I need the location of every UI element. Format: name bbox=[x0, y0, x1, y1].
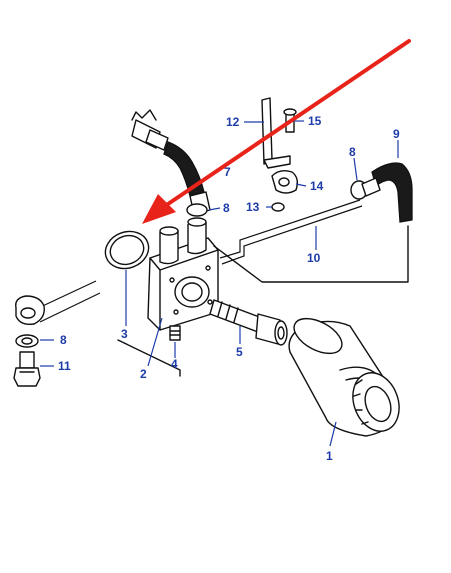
clip-14 bbox=[271, 169, 299, 194]
callout-13: 13 bbox=[246, 200, 260, 214]
callout-8-right: 8 bbox=[349, 145, 356, 159]
callout-labels: 1 2 3 4 5 7 8 8 8 9 10 11 12 13 14 15 bbox=[58, 114, 400, 463]
upper-hose-assembly bbox=[131, 109, 211, 217]
callout-3: 3 bbox=[121, 327, 128, 341]
right-hose-assembly bbox=[350, 162, 413, 223]
drain-pipe-assembly bbox=[13, 280, 101, 387]
callout-1: 1 bbox=[326, 449, 333, 463]
washer-8-left bbox=[15, 334, 39, 348]
callout-14: 14 bbox=[310, 179, 324, 193]
pipe-10 bbox=[219, 199, 363, 265]
threaded-connector-5 bbox=[209, 299, 288, 346]
bracket-12 bbox=[261, 97, 273, 165]
callout-5: 5 bbox=[236, 345, 243, 359]
callout-12: 12 bbox=[226, 115, 240, 129]
hose-9 bbox=[371, 162, 413, 223]
callout-2: 2 bbox=[140, 367, 147, 381]
callout-8-upper: 8 bbox=[223, 201, 230, 215]
o-ring-3 bbox=[104, 230, 150, 270]
clamp-8-upper bbox=[186, 203, 208, 217]
oil-cooler-housing-2 bbox=[147, 217, 219, 341]
callout-11: 11 bbox=[58, 359, 71, 373]
callout-7: 7 bbox=[224, 165, 231, 179]
banjo-bolt-11 bbox=[19, 351, 35, 369]
callout-15: 15 bbox=[308, 114, 322, 128]
bracket-assembly bbox=[261, 97, 299, 212]
oil-filter-1 bbox=[288, 317, 400, 437]
callout-9: 9 bbox=[393, 127, 400, 141]
highlight-arrow bbox=[142, 39, 411, 224]
drain-plug-4 bbox=[169, 325, 181, 341]
callout-leaders bbox=[40, 120, 399, 447]
callout-8-left: 8 bbox=[60, 333, 67, 347]
callout-4: 4 bbox=[171, 357, 178, 371]
nut-13 bbox=[271, 202, 285, 212]
routing-lines bbox=[117, 225, 409, 377]
callout-10: 10 bbox=[307, 251, 321, 265]
